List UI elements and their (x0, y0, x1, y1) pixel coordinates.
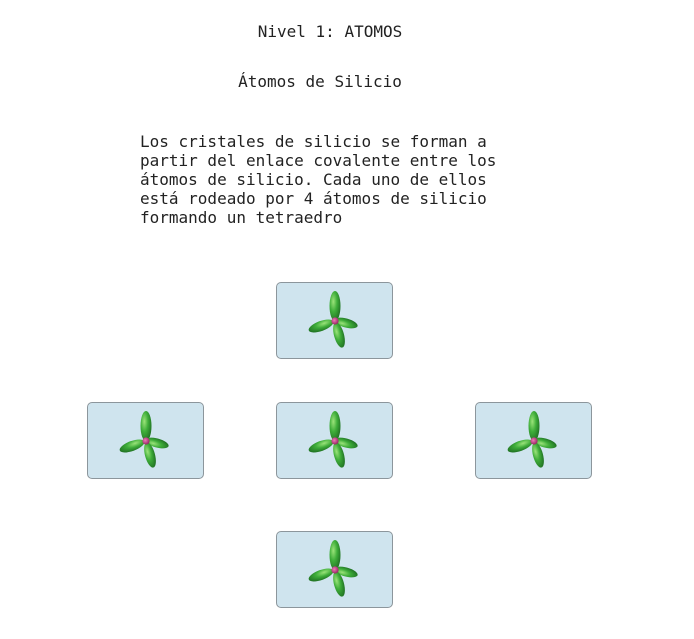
description-line: formando un tetraedro (140, 208, 343, 227)
atom-tile-center[interactable] (276, 402, 393, 479)
description-line: Los cristales de silicio se forman a (140, 132, 487, 151)
description-line: está rodeado por 4 átomos de silicio (140, 189, 487, 208)
atom-tile-left[interactable] (87, 402, 204, 479)
silicon-atom-icon (306, 539, 359, 598)
level-title: Nivel 1: ATOMOS (257, 22, 403, 41)
atom-tile-right[interactable] (475, 402, 592, 479)
silicon-atom-icon (505, 410, 558, 469)
silicon-atom-icon (306, 290, 359, 349)
atom-tile-top[interactable] (276, 282, 393, 359)
description-text: Los cristales de silicio se forman a par… (140, 132, 520, 227)
description-line: átomos de silicio. Cada uno de ellos (140, 170, 487, 189)
description-line: partir del enlace covalente entre los (140, 151, 497, 170)
silicon-atom-icon (306, 410, 359, 469)
silicon-atom-icon (117, 410, 170, 469)
atom-tile-bottom[interactable] (276, 531, 393, 608)
section-title: Átomos de Silicio (238, 72, 402, 91)
